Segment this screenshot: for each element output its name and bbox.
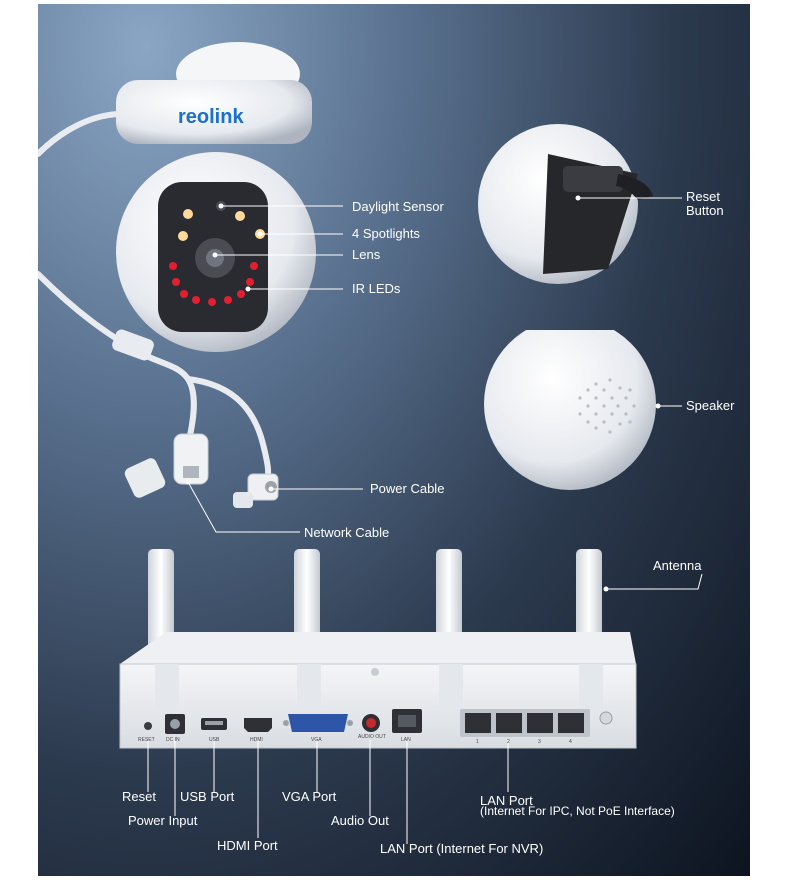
print-port-2: 2 (507, 739, 510, 745)
label-lens: Lens (352, 247, 381, 262)
label-lan-port-ipc-1: LAN Port (480, 793, 533, 808)
label-lan-port-ipc-2: (Internet For IPC, Not PoE Interface) (480, 804, 675, 818)
print-lan: LAN (401, 737, 411, 743)
print-reset: RESET (138, 737, 155, 743)
product-diagram: reolink RESET DC IN USB HDMI VGA AUDIO O… (38, 4, 750, 876)
label-usb-port: USB Port (180, 789, 235, 804)
print-usb: USB (209, 737, 220, 743)
label-ir-leds: IR LEDs (352, 281, 401, 296)
camera-side-reset (478, 124, 653, 284)
illustration (38, 42, 703, 844)
print-port-1: 1 (476, 739, 479, 745)
label-lan-port-nvr: LAN Port (Internet For NVR) (380, 841, 544, 856)
label-spotlights: 4 Spotlights (352, 226, 420, 241)
cable-splitter (112, 329, 154, 361)
reset-hole (144, 722, 152, 730)
label-antenna: Antenna (653, 558, 702, 573)
label-reset-button-1: Reset (686, 189, 720, 204)
label-audio-out: Audio Out (331, 813, 389, 828)
ir-led-ring (169, 262, 258, 306)
print-hdmi: HDMI (250, 737, 263, 743)
label-vga-port: VGA Port (282, 789, 337, 804)
label-hdmi-port: HDMI Port (217, 838, 278, 853)
leader-dots (185, 195, 661, 592)
label-speaker: Speaker (686, 398, 735, 413)
print-audio: AUDIO OUT (358, 734, 386, 740)
print-vga: VGA (311, 737, 322, 743)
label-network-cable: Network Cable (304, 525, 390, 540)
reolink-logo: reolink (178, 106, 244, 128)
speaker-holes (578, 378, 636, 434)
label-power-input: Power Input (128, 813, 198, 828)
label-daylight-sensor: Daylight Sensor (352, 199, 444, 214)
label-reset: Reset (122, 789, 156, 804)
print-port-3: 3 (538, 739, 541, 745)
label-reset-button-2: Button (686, 203, 724, 218)
power-connector (233, 473, 279, 508)
print-port-4: 4 (569, 739, 572, 745)
label-power-cable: Power Cable (370, 481, 445, 496)
camera-body (116, 42, 316, 352)
network-connector (124, 433, 209, 498)
camera-side-speaker (484, 330, 656, 490)
print-dc-in: DC IN (166, 737, 180, 743)
leader-lines (147, 197, 703, 844)
nvr (119, 549, 637, 749)
